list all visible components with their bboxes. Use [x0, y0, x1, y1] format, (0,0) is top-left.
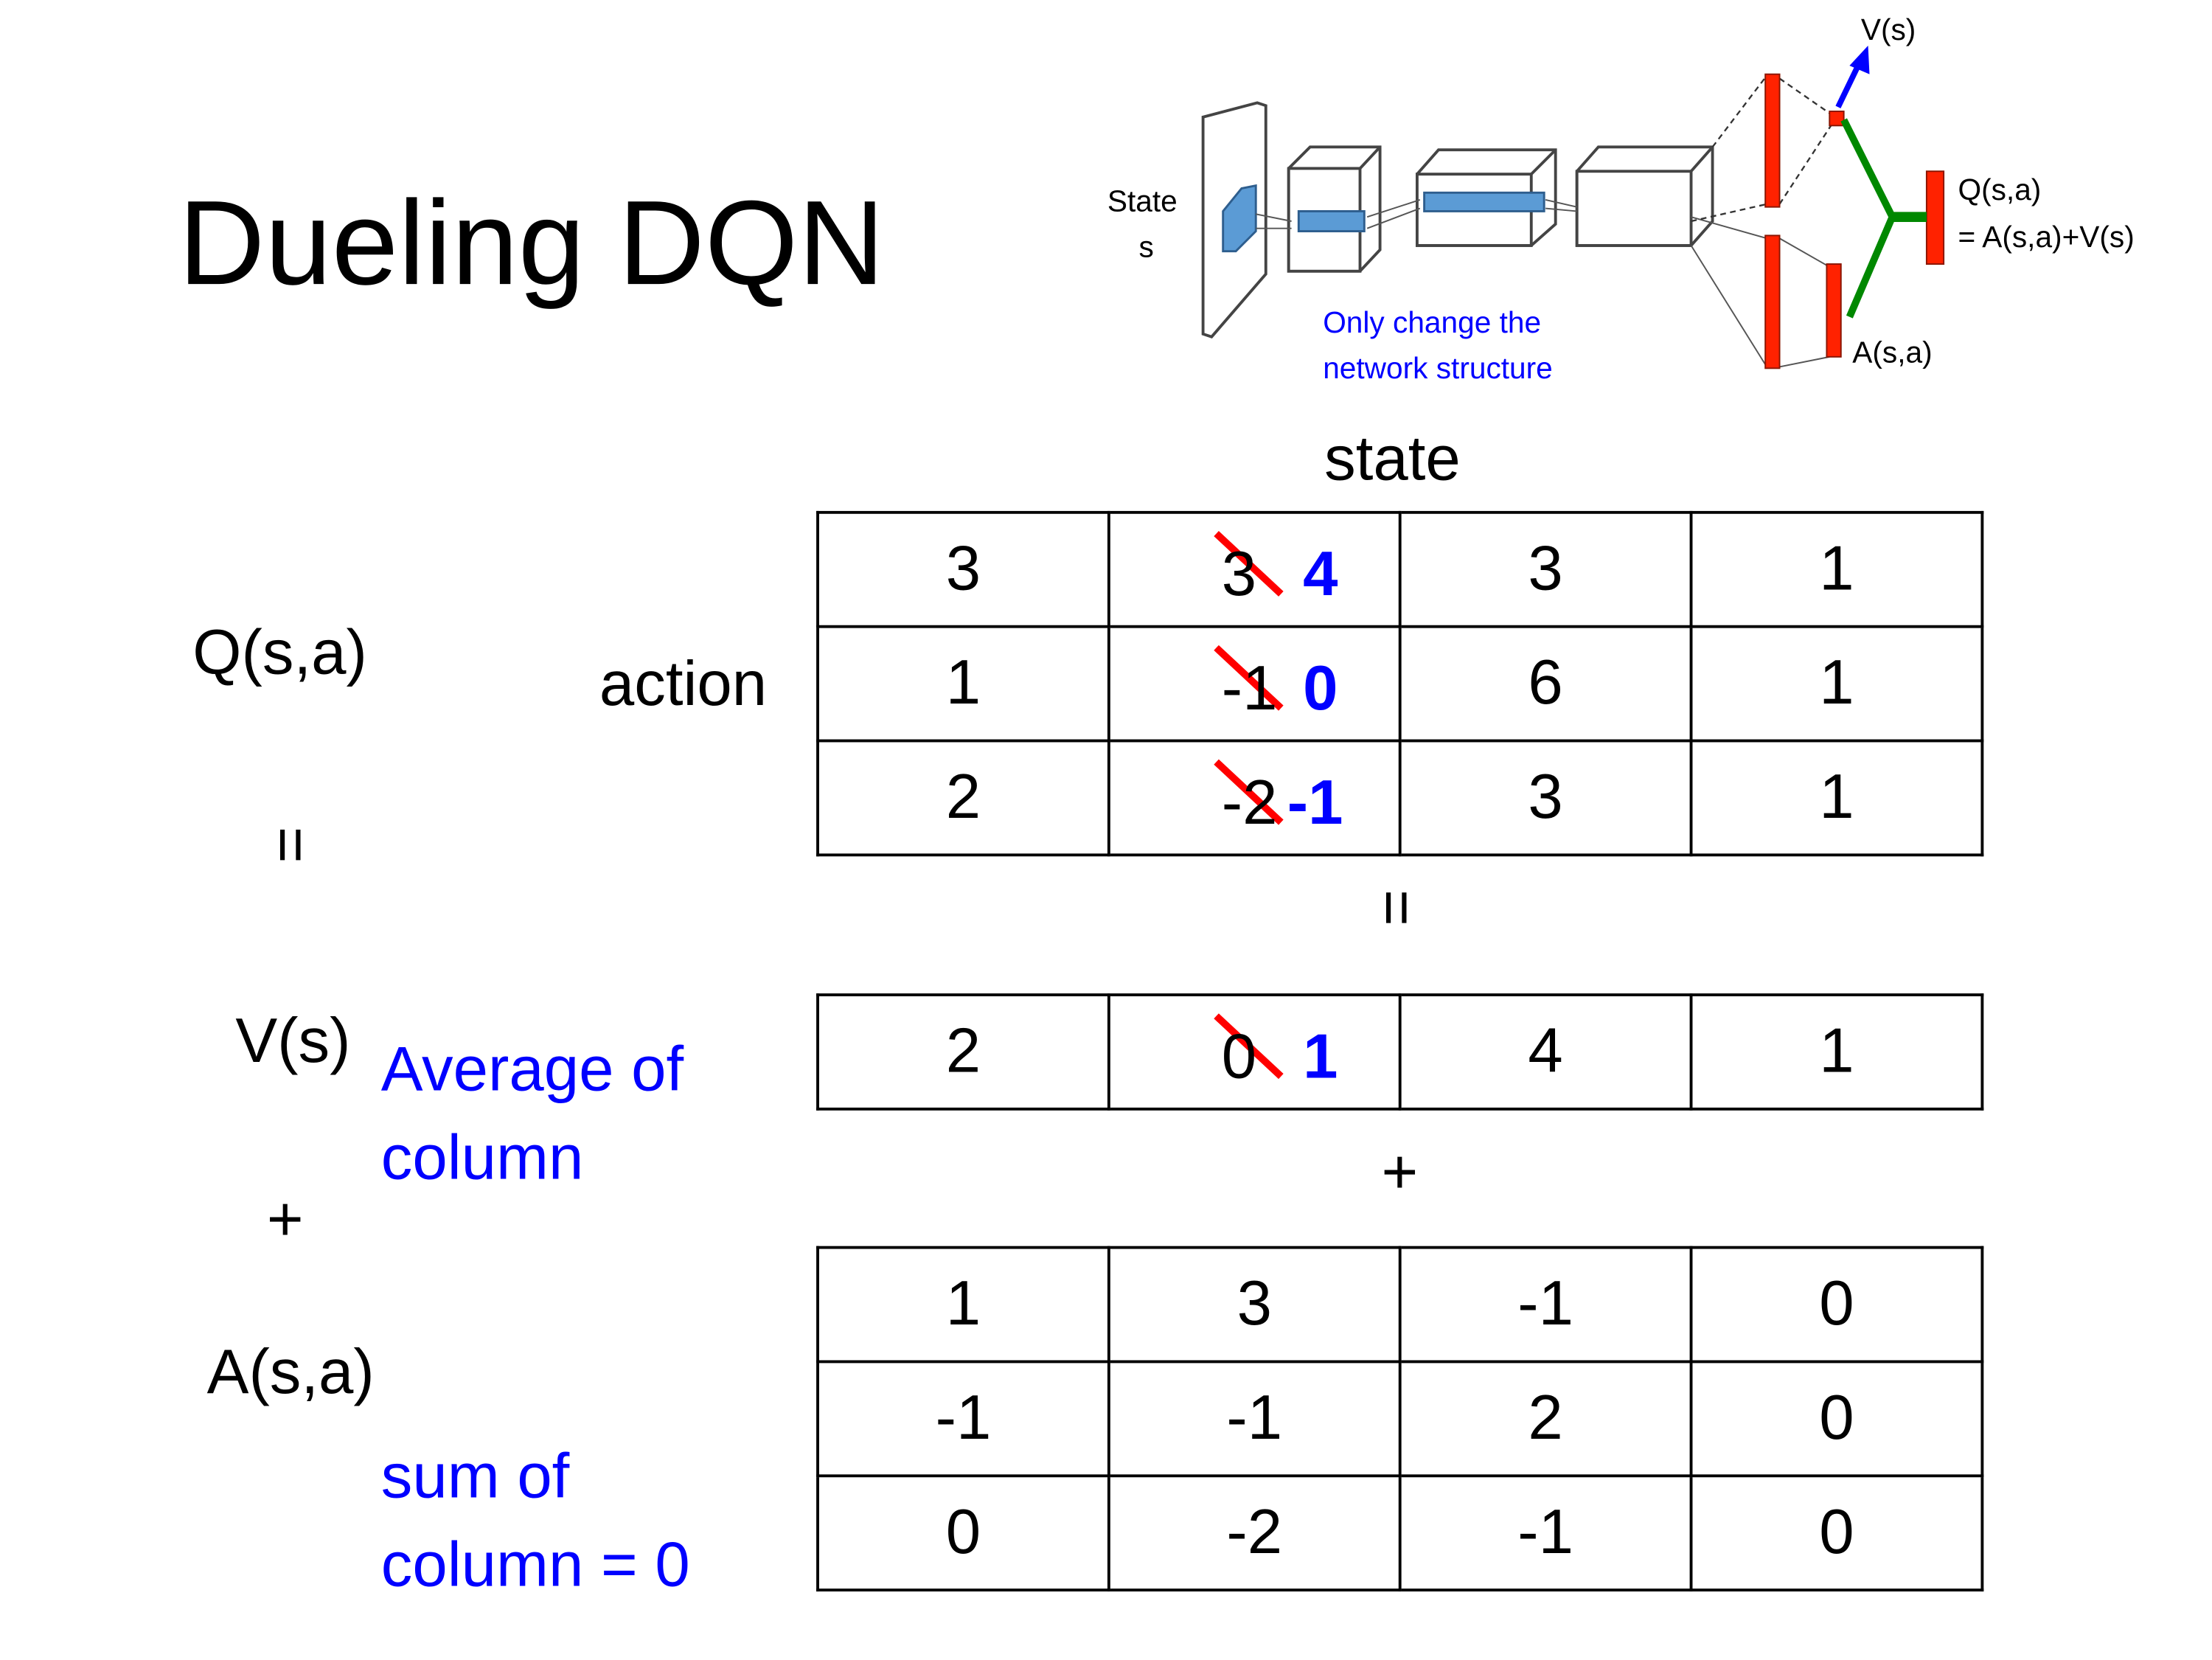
table-cell: 1 — [816, 1246, 1110, 1364]
v-label: V(s) — [235, 1006, 351, 1077]
table-cell: 3 — [816, 510, 1110, 628]
updated-value: 0 — [1303, 653, 1338, 724]
table-cell: 3 — [1398, 510, 1693, 628]
table-cell: 1 — [816, 625, 1110, 743]
table-cell: -2-1 — [1107, 739, 1402, 857]
conv-filter-2 — [1297, 209, 1366, 232]
table-cell: 6 — [1398, 625, 1693, 743]
table-cell: 3 — [1107, 1246, 1402, 1364]
table-cell: -2 — [1107, 1474, 1402, 1592]
table-cell: -1 — [1107, 1360, 1402, 1478]
table-cell: 1 — [1689, 993, 1984, 1111]
table-cell: 1 — [1689, 739, 1984, 857]
table-cell: 0 — [1689, 1360, 1984, 1478]
diagram-q-formula: = A(s,a)+V(s) — [1958, 220, 2134, 254]
a-note-line1: sum of — [380, 1441, 570, 1512]
a-note-line2: column = 0 — [380, 1529, 690, 1600]
diagram-v-label: V(s) — [1861, 13, 1916, 46]
diagram-note-line1: Only change the — [1323, 305, 1541, 339]
plus-sign-middle: + — [1381, 1137, 1419, 1208]
old-value: -2 — [1221, 768, 1278, 838]
table-cell: -1 — [1398, 1246, 1693, 1364]
table-cell: 1 — [1689, 625, 1984, 743]
table-cell: 0 — [1689, 1474, 1984, 1592]
table-cell: 0 — [1689, 1246, 1984, 1364]
action-axis-label: action — [599, 649, 768, 720]
plus-sign-left: + — [266, 1184, 304, 1255]
slide-title: Dueling DQN — [178, 176, 885, 310]
diagram-a-label: A(s,a) — [1852, 336, 1932, 369]
table-cell: 2 — [816, 739, 1110, 857]
old-value: -1 — [1221, 653, 1278, 724]
updated-value: -1 — [1287, 768, 1343, 838]
updated-value: 4 — [1303, 539, 1338, 610]
diagram-state-symbol: s — [1139, 229, 1154, 263]
table-cell: 3 — [1398, 739, 1693, 857]
q-output — [1925, 170, 1945, 265]
equals-sign-left: = — [255, 826, 326, 864]
updated-value: 1 — [1303, 1021, 1338, 1092]
diagram-state-label: State — [1107, 184, 1178, 218]
a-label: A(s,a) — [206, 1337, 375, 1408]
state-axis-label: state — [1324, 423, 1461, 494]
table-cell: 0 — [816, 1474, 1110, 1592]
value-stream-layer — [1764, 73, 1781, 208]
v-note-line2: column — [380, 1123, 584, 1194]
aggregation-lines — [1840, 118, 1927, 319]
value-output — [1829, 110, 1845, 127]
conv-filter-1 — [1222, 184, 1257, 253]
old-value: 0 — [1221, 1021, 1257, 1092]
table-cell: 2 — [1398, 1360, 1693, 1478]
q-label: Q(s,a) — [192, 618, 367, 688]
table-cell: 4 — [1398, 993, 1693, 1111]
diagram-q-label: Q(s,a) — [1958, 173, 2041, 206]
table-cell: -1 — [1398, 1474, 1693, 1592]
table-cell: 1 — [1689, 510, 1984, 628]
table-cell: -1 0 — [1107, 625, 1402, 743]
advantage-stream-layer — [1764, 235, 1781, 369]
dueling-network-diagram: State s V(s) Q(s,a) = A(s,a)+V(s) A(s,a)… — [1107, 13, 2135, 385]
diagram-note-line2: network structure — [1323, 351, 1553, 385]
old-value: 3 — [1221, 539, 1257, 610]
table-cell: -1 — [816, 1360, 1110, 1478]
advantage-output — [1826, 263, 1842, 358]
conv-filter-3 — [1423, 191, 1545, 212]
value-arrow-icon — [1835, 45, 1870, 108]
table-cell: 2 — [816, 993, 1110, 1111]
equals-sign-middle: = — [1361, 889, 1431, 926]
v-note-line1: Average of — [380, 1035, 684, 1105]
